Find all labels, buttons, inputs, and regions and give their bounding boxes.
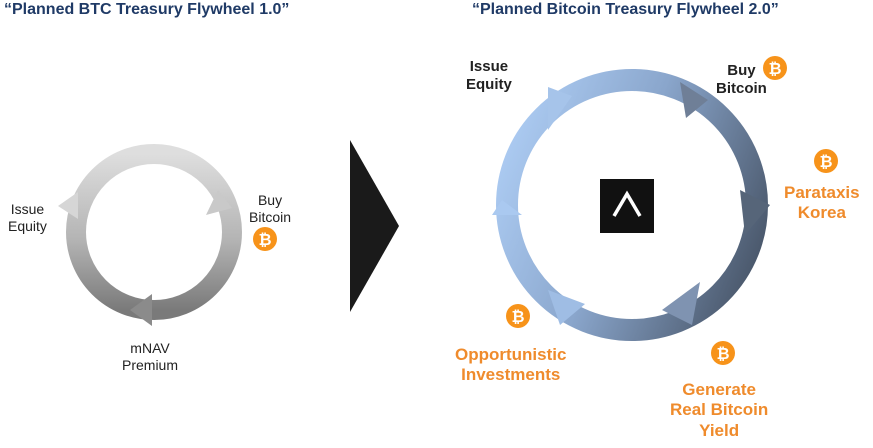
ring-arrowhead xyxy=(680,82,708,118)
v2-issue-equity-label: Issue Equity xyxy=(466,58,512,93)
flywheel-2-ring xyxy=(492,69,770,341)
chevron-up-logo-icon xyxy=(600,179,654,233)
ring-arrowhead xyxy=(740,190,770,235)
svg-text:₿: ₿ xyxy=(768,59,781,78)
v1-buy-bitcoin-label: Buy Bitcoin xyxy=(249,192,292,225)
flywheel-2-title: “Planned Bitcoin Treasury Flywheel 2.0” xyxy=(472,1,779,18)
svg-text:₿: ₿ xyxy=(716,344,729,363)
bitcoin-icon: ₿ xyxy=(763,56,787,80)
triangle-right-icon xyxy=(350,140,399,312)
v2-buy-bitcoin-label: Buy Bitcoin xyxy=(716,62,767,97)
v2-parataxis-korea-label: Parataxis Korea xyxy=(784,183,860,223)
ring-arrowhead xyxy=(58,192,78,219)
v2-generate-yield-label: Generate Real Bitcoin Yield xyxy=(670,380,769,440)
svg-text:₿: ₿ xyxy=(511,307,524,326)
svg-text:₿: ₿ xyxy=(258,230,271,249)
v2-opportunistic-investments-label: Opportunistic Investments xyxy=(455,345,567,385)
flywheel-1-ring xyxy=(58,144,242,326)
bitcoin-icon: ₿ xyxy=(253,227,277,251)
v1-issue-equity-label: Issue Equity xyxy=(8,201,47,234)
ring-arrowhead xyxy=(492,200,522,215)
v1-mnav-premium-label: mNAV Premium xyxy=(122,340,179,373)
bitcoin-icon: ₿ xyxy=(711,341,735,365)
flywheel-1-title: “Planned BTC Treasury Flywheel 1.0” xyxy=(4,1,290,18)
ring-arrowhead xyxy=(662,282,700,325)
ring-arrowhead xyxy=(548,87,572,130)
bitcoin-icon: ₿ xyxy=(814,149,838,173)
ring-arrowhead xyxy=(130,294,152,326)
ring-arrowhead xyxy=(206,190,232,215)
bitcoin-icon: ₿ xyxy=(506,304,530,328)
ring-arrowhead xyxy=(548,290,585,325)
svg-text:₿: ₿ xyxy=(819,152,832,171)
